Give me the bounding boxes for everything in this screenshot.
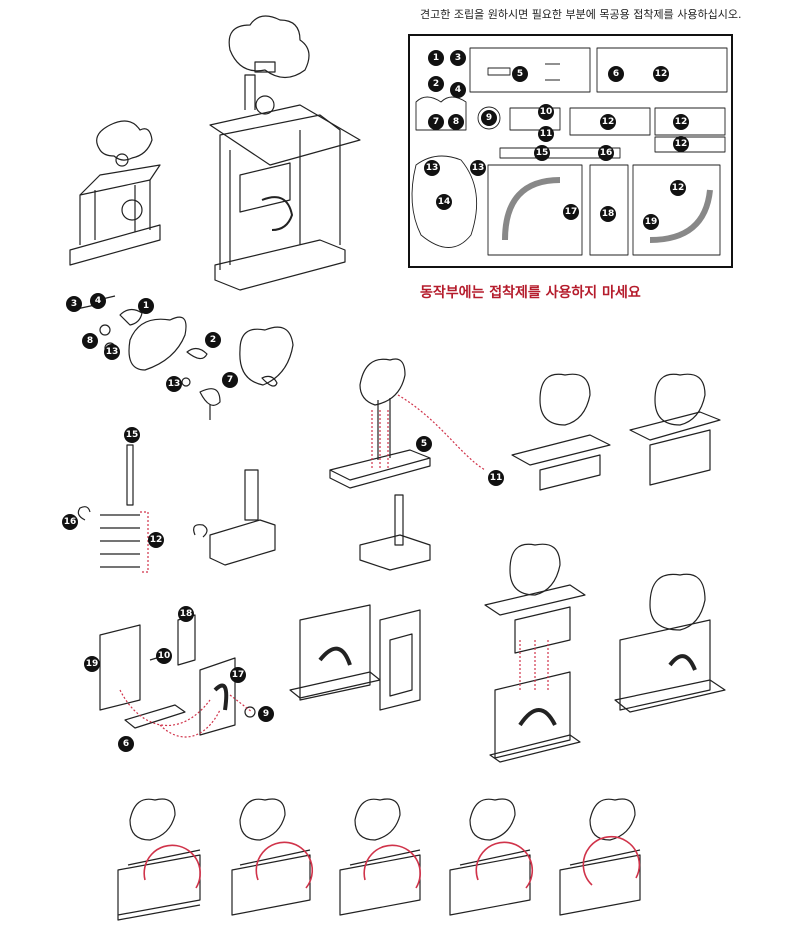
warning-text: 동작부에는 접착제를 사용하지 마세요 <box>420 285 641 301</box>
sheet-label: 11 <box>538 126 554 142</box>
step-label: 1 <box>138 298 154 314</box>
sheet-label: 1 <box>428 50 444 66</box>
step-head-exploded <box>71 295 294 420</box>
step-label: 9 <box>258 706 274 722</box>
step-label: 8 <box>82 333 98 349</box>
sheet-label: 8 <box>448 114 464 130</box>
step-label: 19 <box>84 656 100 672</box>
step-label: 10 <box>156 648 172 664</box>
step-box-assembled <box>289 604 421 711</box>
sheet-label: 12 <box>673 136 689 152</box>
step-label: 3 <box>66 296 82 312</box>
sheet-label: 7 <box>428 114 444 130</box>
sheet-label: 2 <box>428 76 444 92</box>
sheet-label: 12 <box>670 180 686 196</box>
sheet-label: 19 <box>643 214 659 230</box>
step-top-assembled <box>511 373 721 491</box>
sheet-label: 10 <box>538 104 554 120</box>
sheet-label: 15 <box>534 145 550 161</box>
sheet-label: 5 <box>512 66 528 82</box>
sheet-label: 12 <box>653 66 669 82</box>
step-label: 16 <box>62 514 78 530</box>
step-label: 5 <box>416 436 432 452</box>
step-label: 17 <box>230 667 246 683</box>
step-base-plate <box>329 358 431 571</box>
sheet-label: 13 <box>470 160 486 176</box>
step-label: 4 <box>90 293 106 309</box>
rotation-arrows <box>143 836 641 889</box>
sheet-label: 4 <box>450 82 466 98</box>
step-label: 13 <box>166 376 182 392</box>
step-tall-assembly <box>484 543 586 763</box>
sheet-label: 18 <box>600 206 616 222</box>
step-label: 15 <box>124 427 140 443</box>
motion-sequence <box>117 798 641 921</box>
sheet-label: 16 <box>598 145 614 161</box>
sheet-label: 9 <box>481 110 497 126</box>
step-label: 13 <box>104 344 120 360</box>
step-label: 2 <box>205 332 221 348</box>
sheet-label: 17 <box>563 204 579 220</box>
step-rod-slats <box>77 444 276 568</box>
step-label: 7 <box>222 372 238 388</box>
sheet-label: 13 <box>424 160 440 176</box>
sheet-label: 3 <box>450 50 466 66</box>
header-note: 견고한 조립을 원하시면 필요한 부분에 목공용 접착제를 사용하십시오. <box>420 8 742 21</box>
sheet-label: 14 <box>436 194 452 210</box>
guide-lines <box>119 394 549 738</box>
finished-model-small <box>69 120 161 266</box>
sheet-label: 6 <box>608 66 624 82</box>
final-assembled <box>614 573 726 713</box>
parts-sheet <box>408 34 733 268</box>
sheet-label: 12 <box>673 114 689 130</box>
step-label: 12 <box>148 532 164 548</box>
step-label: 18 <box>178 606 194 622</box>
step-label: 11 <box>488 470 504 486</box>
sheet-label: 12 <box>600 114 616 130</box>
step-label: 6 <box>118 736 134 752</box>
finished-model-large <box>209 15 361 291</box>
